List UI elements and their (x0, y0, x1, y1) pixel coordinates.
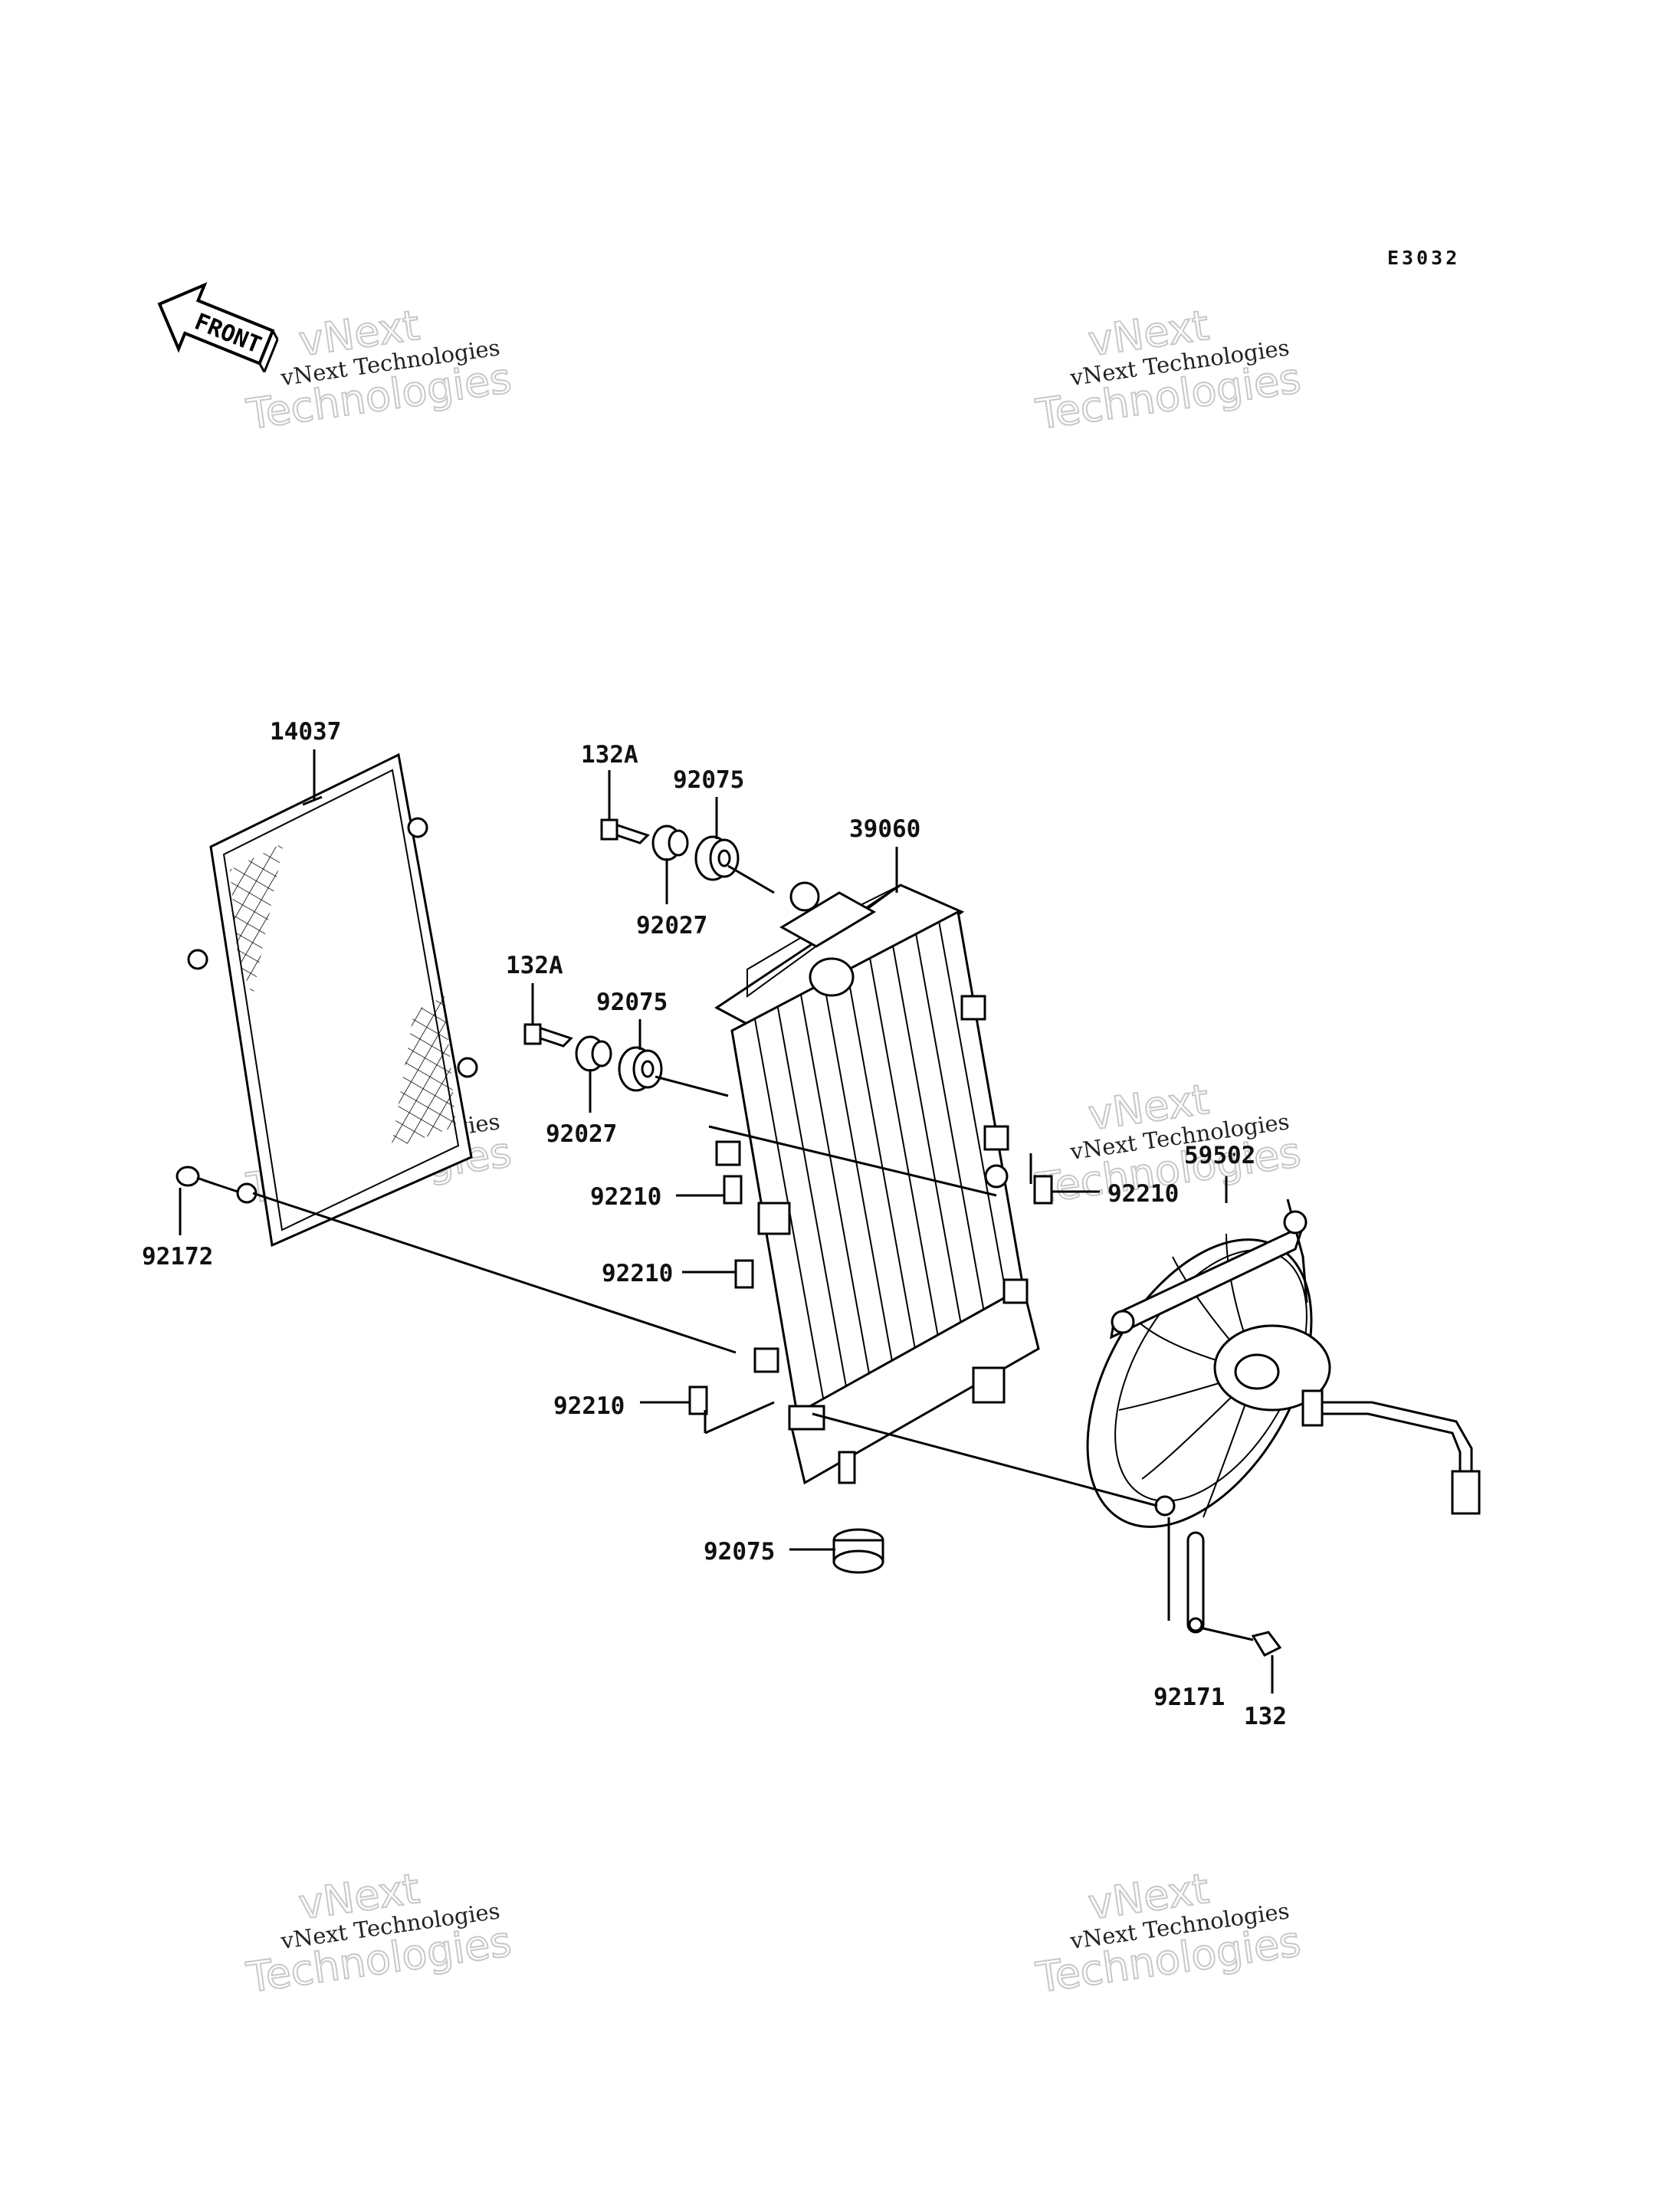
bolt-left (176, 1166, 215, 1187)
radiator (714, 881, 1040, 1485)
label-bolt-middle: 132A (506, 952, 563, 979)
watermark-bottom-left: vNext vNext Technologies Technologies (243, 1864, 515, 2003)
grommet-upper (694, 835, 740, 881)
label-nut-3: 92210 (553, 1392, 625, 1420)
clip-nut-right (1033, 1175, 1053, 1205)
bolt-upper (600, 818, 650, 844)
label-collar-upper: 92027 (636, 912, 707, 939)
collar-middle (575, 1035, 612, 1072)
label-nut-right: 92210 (1107, 1180, 1179, 1208)
watermark-top-right: vNext vNext Technologies Technologies (1032, 300, 1304, 440)
clip-nut-3 (688, 1385, 708, 1415)
label-collar-middle: 92027 (546, 1120, 617, 1148)
bolt-bottom (1251, 1631, 1282, 1657)
label-fan: 59502 (1184, 1142, 1255, 1169)
grommet-middle (618, 1046, 663, 1092)
leader-lines (179, 749, 1274, 1694)
watermark-top-left: vNext vNext Technologies Technologies (243, 300, 515, 440)
label-bolt-bottom: 132 (1244, 1703, 1287, 1730)
collar-upper (651, 825, 689, 861)
front-arrow-icon: FRONT (157, 282, 279, 373)
label-stay: 92171 (1153, 1684, 1225, 1711)
clip-nut-2 (734, 1259, 754, 1289)
diagram-code: E3032 (1387, 247, 1460, 269)
label-nut-2: 92210 (602, 1260, 673, 1287)
cooling-fan (1086, 1199, 1481, 1528)
label-nut-1: 92210 (590, 1183, 661, 1211)
label-screen: 14037 (270, 718, 341, 746)
label-bolt-left: 92172 (142, 1243, 213, 1271)
label-radiator: 39060 (849, 815, 920, 843)
bolt-middle (523, 1023, 573, 1048)
clip-nut-1 (723, 1175, 743, 1205)
watermark-bottom-right: vNext vNext Technologies Technologies (1032, 1864, 1304, 2003)
fan-stay (1186, 1531, 1205, 1634)
label-grommet-middle: 92075 (596, 989, 668, 1016)
label-bolt-upper: 132A (581, 741, 638, 769)
label-grommet-bottom: 92075 (704, 1538, 775, 1566)
label-grommet-upper: 92075 (673, 766, 744, 794)
radiator-screen (187, 753, 478, 1248)
grommet-bottom (832, 1528, 884, 1574)
